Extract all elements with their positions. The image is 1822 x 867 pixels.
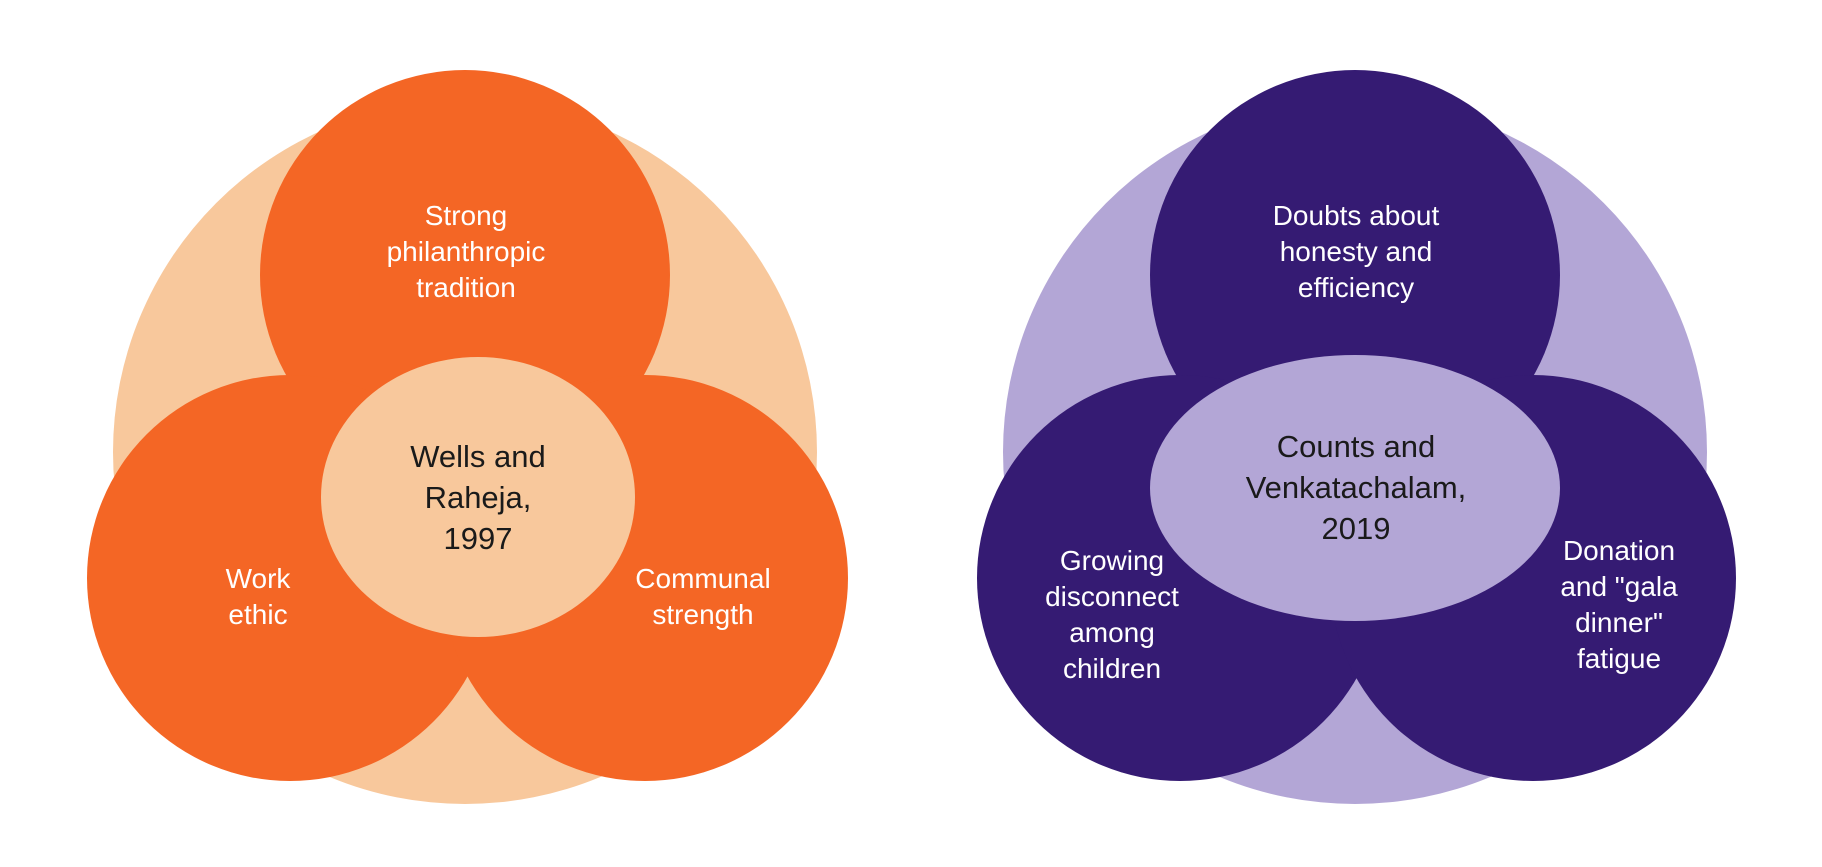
top-circle-label-line: efficiency: [1298, 272, 1414, 303]
center-label-line: 2019: [1322, 511, 1391, 546]
right-circle-label-line: Communal: [635, 563, 770, 594]
center-ellipse: [321, 357, 635, 637]
top-circle: [260, 70, 670, 480]
right-circle-label-line: Donation: [1563, 535, 1675, 566]
center-label-line: Raheja,: [425, 480, 532, 515]
left-circle-label-line: Work: [226, 563, 292, 594]
center-ellipse: [1150, 355, 1560, 621]
left-circle-label-line: disconnect: [1045, 581, 1179, 612]
center-label-line: 1997: [444, 521, 513, 556]
top-circle-label: Doubts about honesty and efficiency: [1273, 200, 1440, 303]
top-circle-label-line: Strong: [425, 200, 508, 231]
right-circle-label: Donation and "gala dinner" fatigue: [1560, 535, 1678, 674]
right-circle-label-line: and "gala: [1560, 571, 1678, 602]
diagram-right: Doubts about honesty and efficiencyGrowing…: [977, 70, 1736, 804]
left-circle-label-line: children: [1063, 653, 1161, 684]
top-circle-label-line: tradition: [416, 272, 516, 303]
left-circle-label-line: ethic: [228, 599, 287, 630]
right-circle-label-line: dinner": [1575, 607, 1663, 638]
right-circle-label-line: fatigue: [1577, 643, 1661, 674]
top-circle-label: Strong philanthropic tradition: [387, 200, 546, 303]
center-label-line: Wells and: [410, 439, 546, 474]
top-circle-label-line: honesty and: [1280, 236, 1433, 267]
left-circle-label-line: Growing: [1060, 545, 1164, 576]
top-circle-label-line: Doubts about: [1273, 200, 1440, 231]
left-circle-label: Growing disconnect among children: [1045, 545, 1179, 684]
center-label-line: Venkatachalam,: [1246, 470, 1467, 505]
left-circle-label: Work ethic: [226, 563, 292, 630]
right-circle-label-line: strength: [652, 599, 753, 630]
top-circle-label-line: philanthropic: [387, 236, 546, 267]
left-circle-label-line: among: [1069, 617, 1155, 648]
center-label-line: Counts and: [1277, 429, 1436, 464]
right-circle-label: Communal strength: [635, 563, 770, 630]
